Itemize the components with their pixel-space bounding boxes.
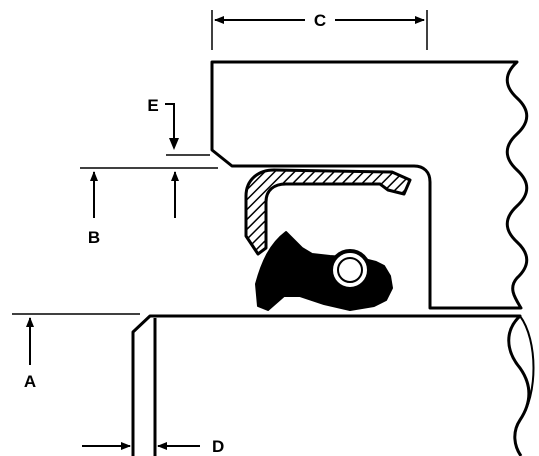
- dim-d-label: D: [212, 437, 224, 456]
- dim-e-label: E: [147, 96, 158, 115]
- seal-rubber-lip: [255, 231, 393, 311]
- dim-b-label: B: [88, 228, 100, 247]
- dim-a-label: A: [24, 372, 36, 391]
- dim-c-label: C: [314, 11, 326, 30]
- shaft-break-curve: [519, 315, 535, 421]
- dim-e-leader: [165, 103, 175, 140]
- shaft: [131, 314, 531, 456]
- garter-spring-inner: [337, 257, 363, 283]
- seal-metal-case: [244, 168, 412, 256]
- housing-bore: [210, 60, 529, 310]
- dim-e-arrowhead: [169, 138, 179, 150]
